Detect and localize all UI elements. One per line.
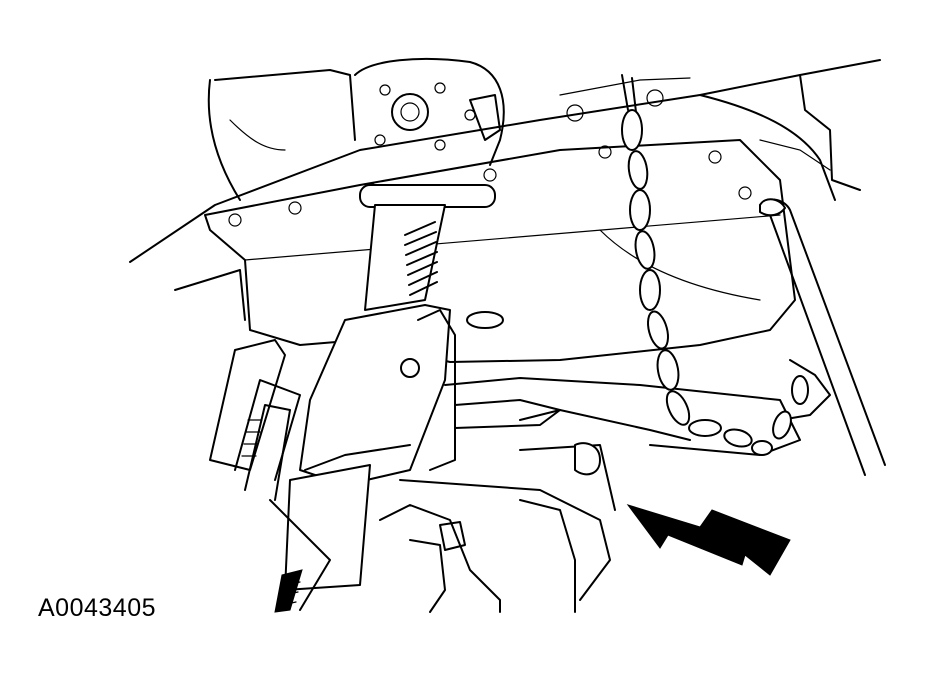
jack-rear-support xyxy=(379,499,576,613)
lever-hook xyxy=(759,198,886,476)
figure-id-label: A0043405 xyxy=(38,594,157,622)
flexplate xyxy=(354,57,505,166)
safety-chain xyxy=(621,74,809,456)
transmission-housing xyxy=(129,59,881,321)
jack-lift-bar xyxy=(359,184,496,311)
jack-ratchet-body xyxy=(274,304,456,613)
pointer-arrow xyxy=(626,504,791,576)
cross-member xyxy=(399,377,801,601)
jack-frame xyxy=(209,339,331,611)
